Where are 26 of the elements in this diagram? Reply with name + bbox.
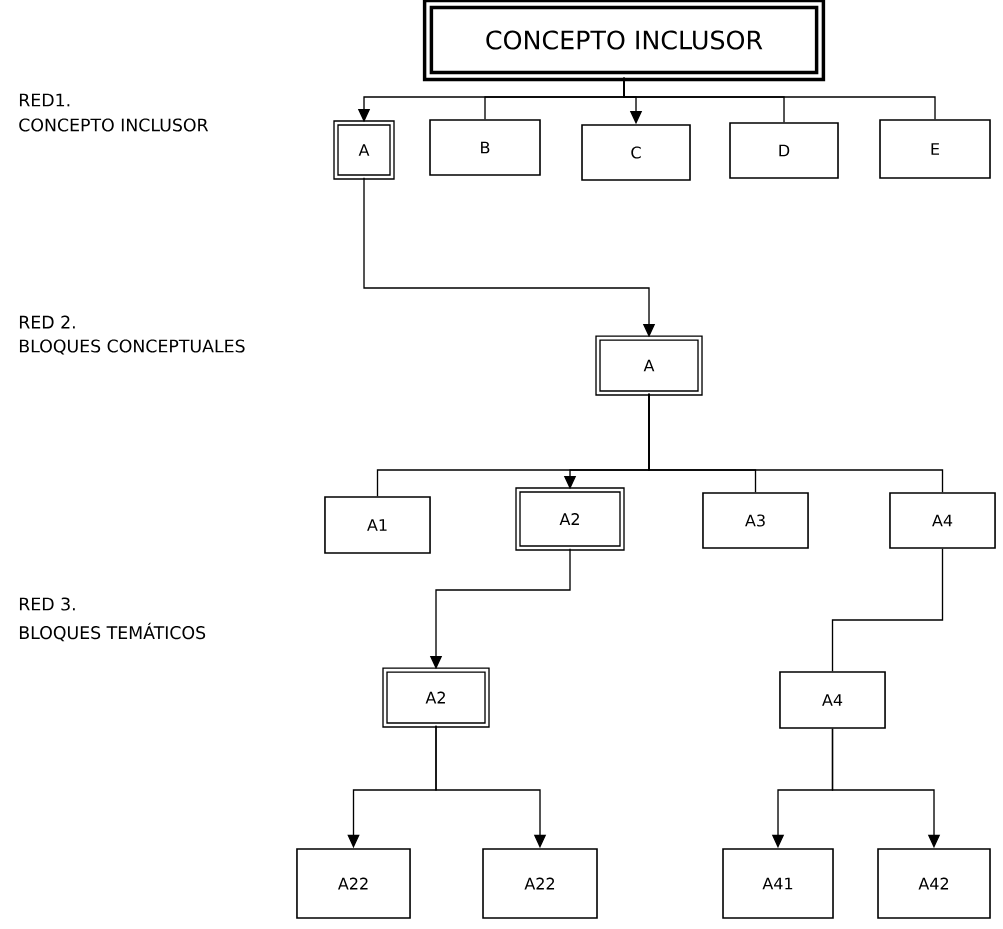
connector bbox=[648, 392, 944, 493]
level-label: CONCEPTO INCLUSOR bbox=[19, 118, 209, 132]
concept-box: A bbox=[333, 120, 395, 180]
concept-box: A41 bbox=[722, 848, 834, 919]
concept-box: A22 bbox=[482, 848, 598, 919]
concept-box: A4 bbox=[779, 671, 886, 729]
connector bbox=[623, 77, 936, 120]
level-label: RED 2. bbox=[19, 315, 75, 329]
concept-box: E bbox=[879, 119, 991, 179]
concept-box: A2 bbox=[515, 487, 625, 551]
level-label: BLOQUES TEMÁTICOS bbox=[19, 622, 206, 642]
connector bbox=[831, 548, 944, 672]
level-label: RED1. bbox=[19, 93, 70, 107]
concept-box: A4 bbox=[889, 492, 996, 549]
concept-box: A22 bbox=[296, 848, 411, 919]
concept-box: A1 bbox=[324, 496, 431, 554]
concept-box: D bbox=[729, 122, 839, 179]
level-label: RED 3. bbox=[19, 597, 75, 611]
concept-box: B bbox=[429, 119, 541, 176]
concept-box: C bbox=[581, 124, 691, 181]
concept-box: A bbox=[595, 335, 703, 396]
concept-box: A2 bbox=[382, 667, 490, 728]
concept-box: CONCEPTO INCLUSOR bbox=[422, 0, 826, 82]
level-label: BLOQUES CONCEPTUALES bbox=[19, 339, 245, 355]
concept-box: A42 bbox=[877, 848, 991, 919]
concept-box: A3 bbox=[702, 492, 809, 549]
